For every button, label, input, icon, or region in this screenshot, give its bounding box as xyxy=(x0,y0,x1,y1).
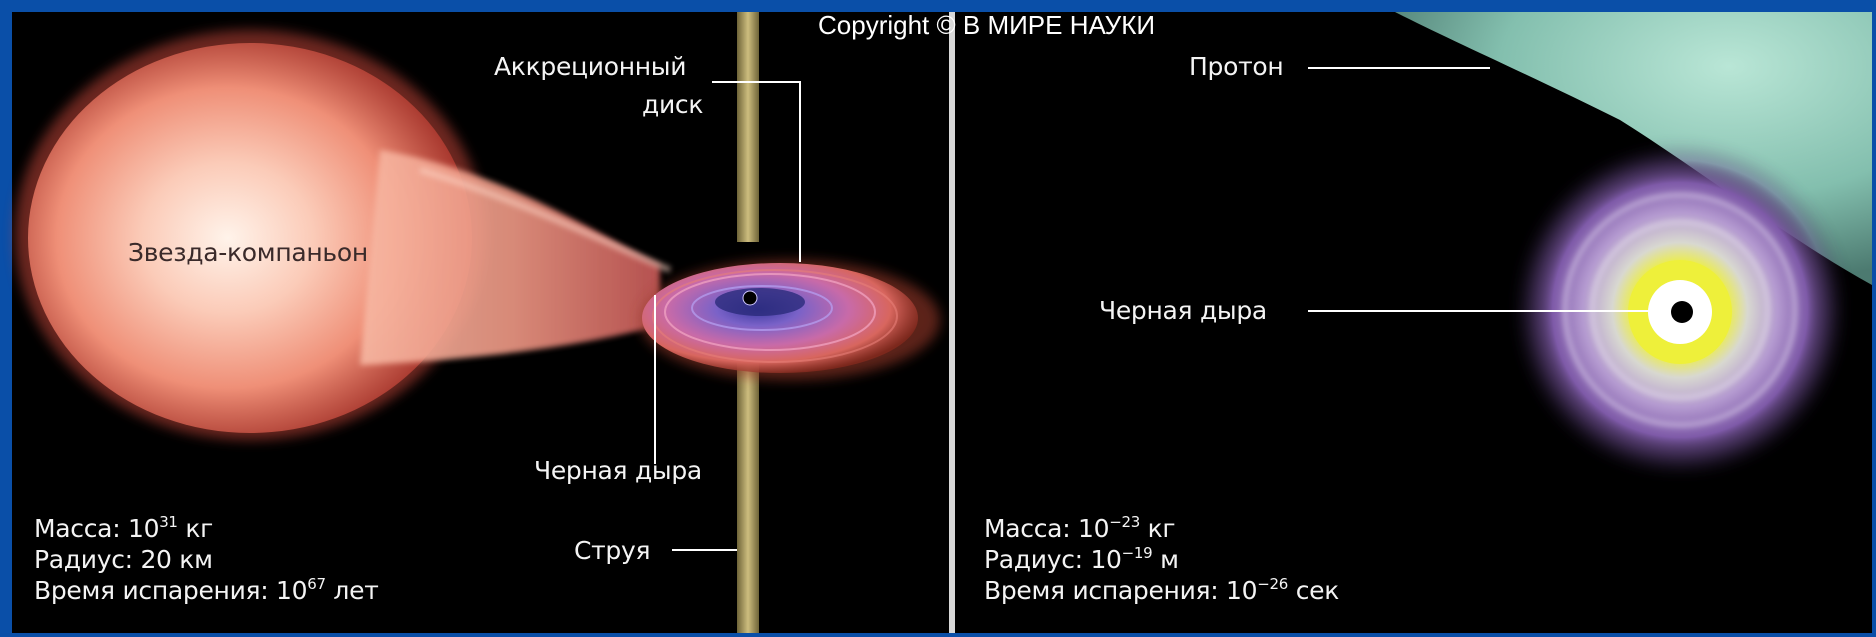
left-radius: Радиус: 20 км xyxy=(34,545,213,574)
panel-divider xyxy=(949,12,955,633)
jet-label: Струя xyxy=(574,536,651,565)
proton-label: Протон xyxy=(1189,52,1284,81)
right-evaporation-time: Время испарения: 10−26 сек xyxy=(984,575,1340,605)
right-mass: Масса: 10−23 кг xyxy=(984,513,1176,543)
jet xyxy=(737,12,759,242)
black-hole-left-label: Черная дыра xyxy=(534,456,702,485)
left-evaporation-time: Время испарения: 1067 лет xyxy=(34,575,379,605)
right-radius: Радиус: 10−19 м xyxy=(984,544,1179,574)
accretion-disk-label-line2: диск xyxy=(642,90,704,119)
black-hole-right-label: Черная дыра xyxy=(1099,296,1267,325)
mass-stream xyxy=(360,150,672,365)
accretion-disk xyxy=(640,260,940,380)
companion-star-label: Звезда-компаньон xyxy=(128,238,368,267)
black-hole-left xyxy=(742,290,758,306)
proton xyxy=(1395,12,1872,285)
right-stats: Масса: 10−23 кг Радиус: 10−19 м Время ис… xyxy=(984,513,1339,606)
left-stats: Масса: 1031 кг Радиус: 20 км Время испар… xyxy=(34,513,379,606)
black-hole-right xyxy=(1671,301,1693,323)
left-mass: Масса: 1031 кг xyxy=(34,513,213,543)
accretion-disk-label-line1: Аккреционный xyxy=(494,52,687,81)
jet-lower xyxy=(737,360,759,633)
leader-accretion-disk xyxy=(712,81,801,262)
copyright-notice: Copyright © В МИРЕ НАУКИ xyxy=(818,10,1156,40)
